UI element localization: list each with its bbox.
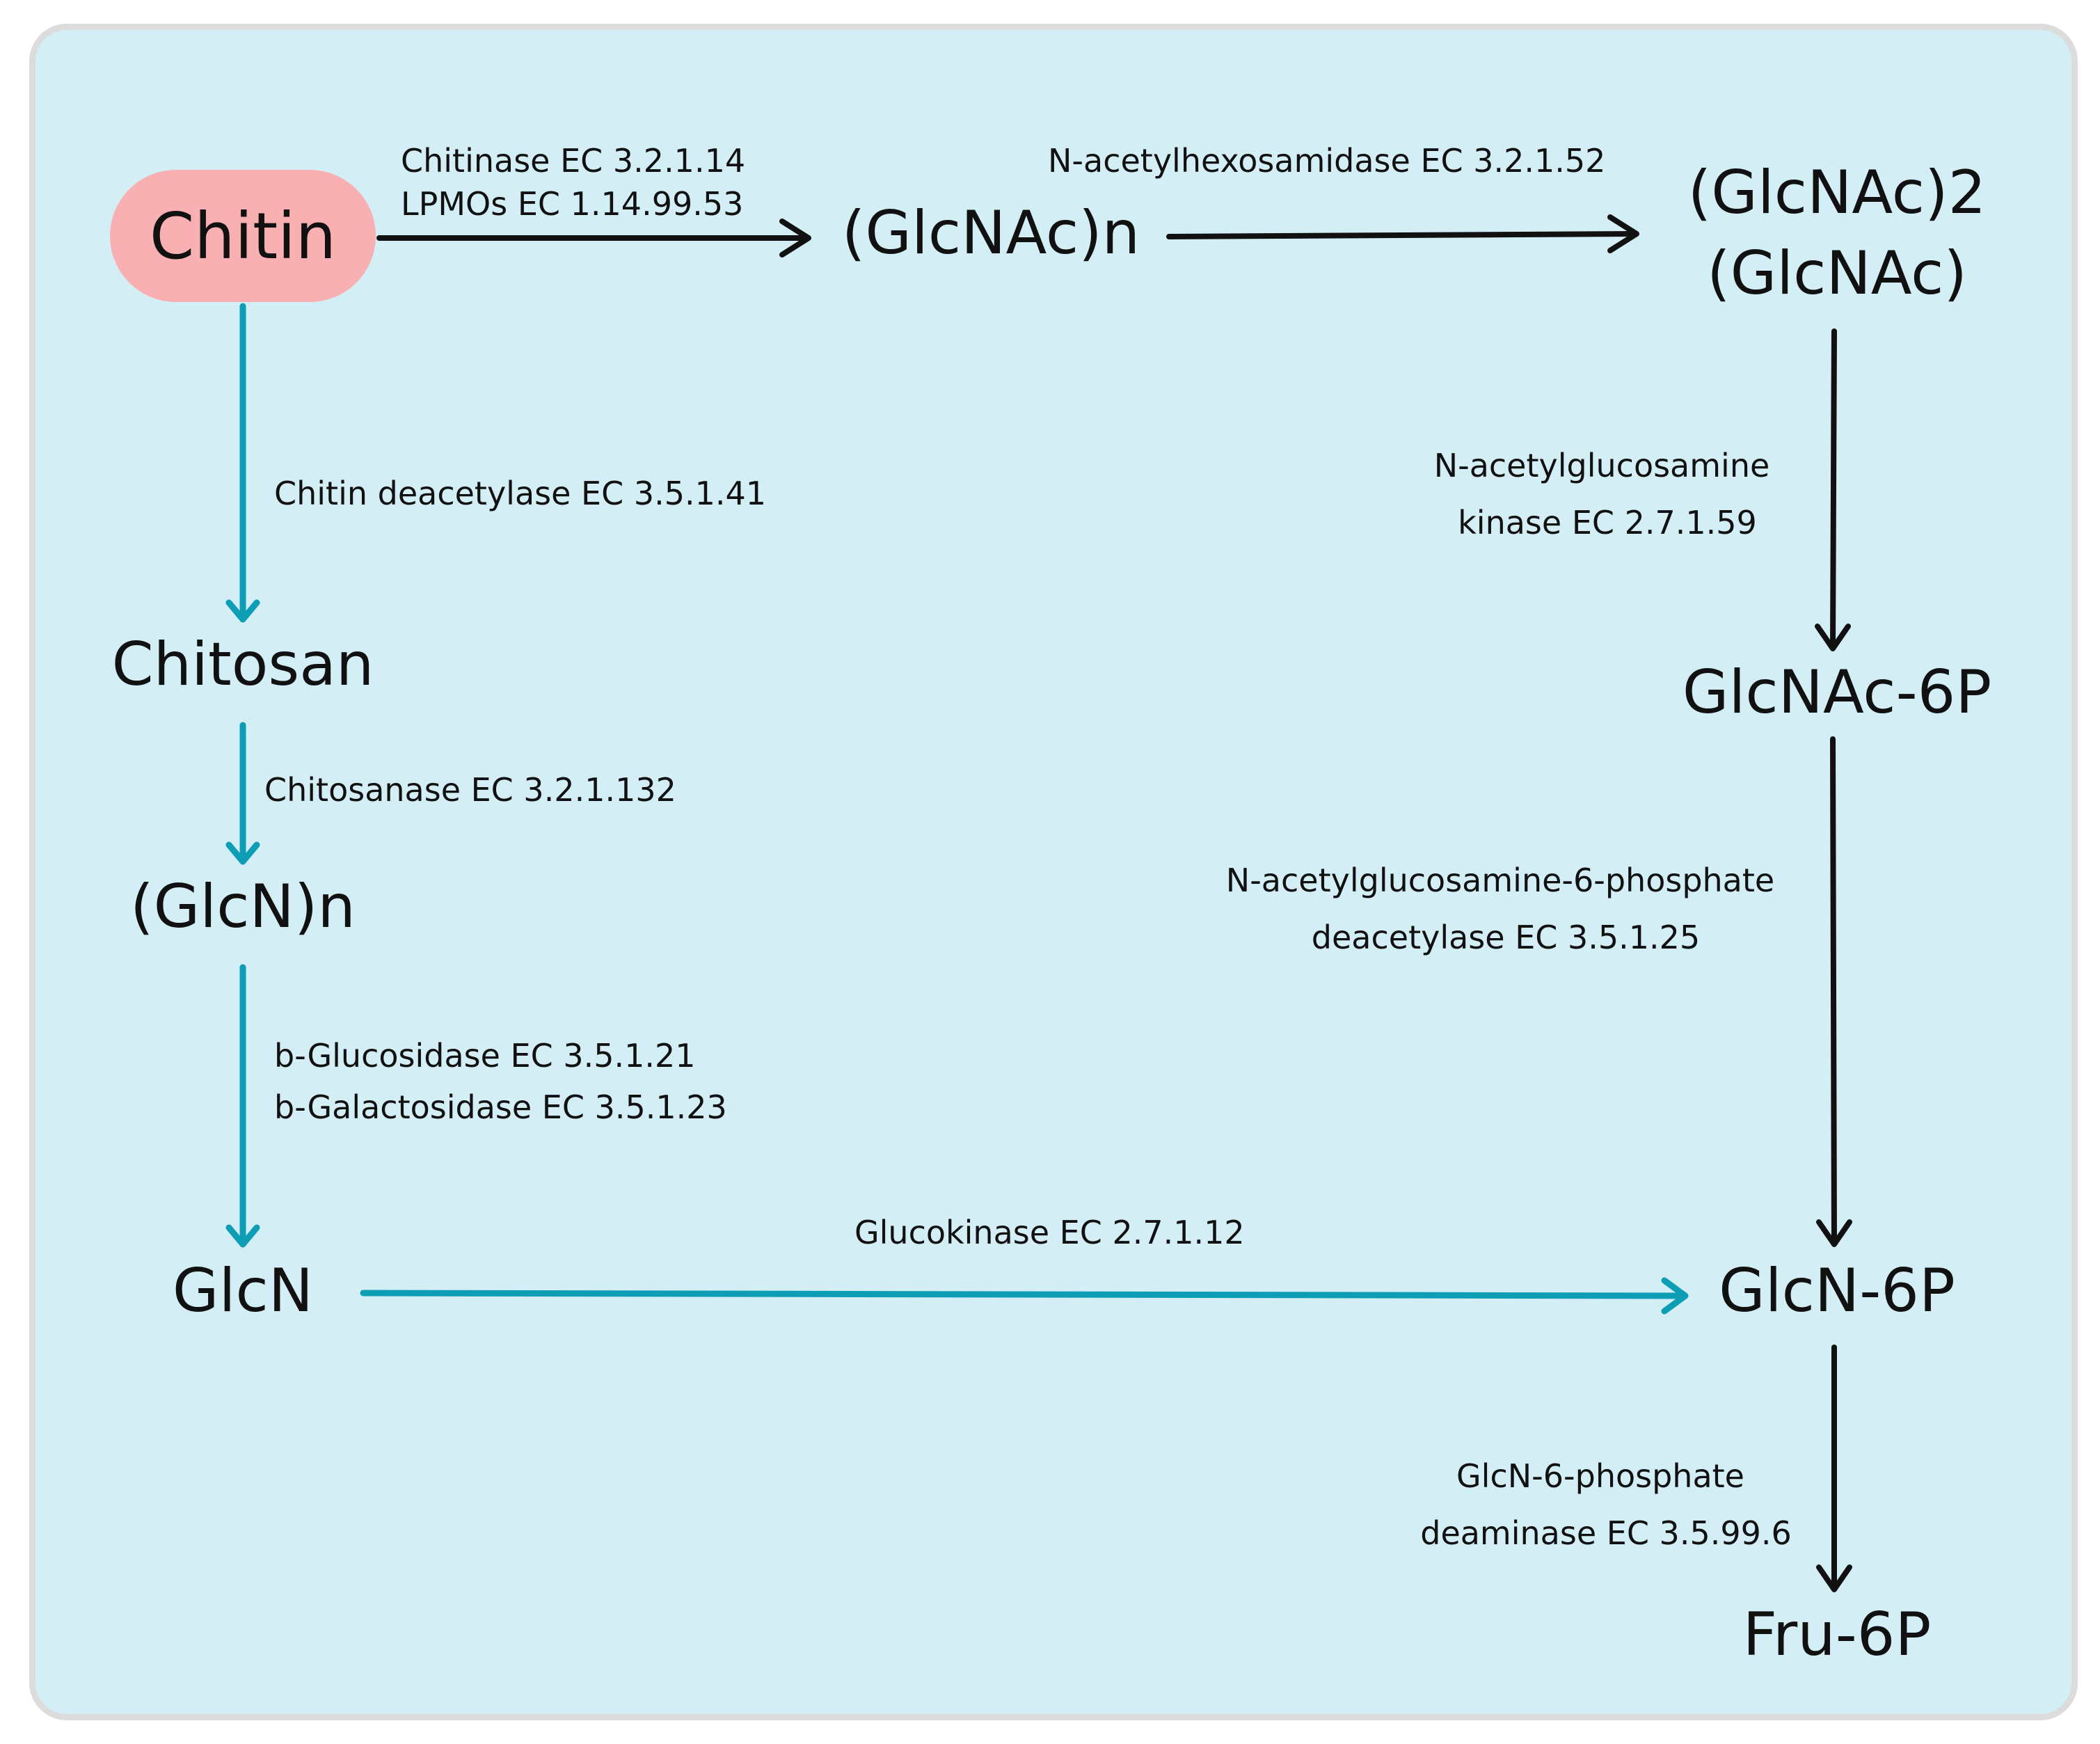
arrow-glcnac-6p-to-glcn-6p <box>1816 736 1852 1247</box>
enzyme-chitinase: Chitinase EC 3.2.1.14 <box>401 142 746 180</box>
arrow-glcn-6p-to-fru-6p <box>1816 1345 1852 1592</box>
node-glcnac: (GlcNAc) <box>1707 239 1967 308</box>
arrow-chitin-to-glcnac-n <box>376 219 811 257</box>
node-glcn-n: (GlcN)n <box>130 872 356 942</box>
enzyme-glcn6p-deaminase-line2: deaminase EC 3.5.99.6 <box>1420 1514 1792 1552</box>
arrow-glcn-n-to-glcn <box>225 964 260 1248</box>
node-glcn-6p: GlcN-6P <box>1719 1256 1955 1326</box>
node-glcnac-n: (GlcNAc)n <box>841 198 1140 268</box>
enzyme-chitosanase: Chitosanase EC 3.2.1.132 <box>264 771 676 809</box>
arrow-glcn-to-glcn-6p <box>360 1277 1689 1315</box>
enzyme-nag6p-deacetylase-line1: N-acetylglucosamine-6-phosphate <box>1225 862 1775 899</box>
enzyme-lpmos: LPMOs EC 1.14.99.53 <box>401 185 744 223</box>
node-fru-6p: Fru-6P <box>1742 1600 1932 1670</box>
node-glcnac2: (GlcNAc)2 <box>1687 158 1987 228</box>
enzyme-b-galactosidase: b-Galactosidase EC 3.5.1.23 <box>274 1088 727 1126</box>
enzyme-nag-kinase-line2: kinase EC 2.7.1.59 <box>1458 504 1757 541</box>
node-glcnac-6p: GlcNAc-6P <box>1682 658 1992 727</box>
diagram-panel <box>29 24 2078 1720</box>
enzyme-nag6p-deacetylase-line2: deacetylase EC 3.5.1.25 <box>1311 919 1701 956</box>
enzyme-glucokinase: Glucokinase EC 2.7.1.12 <box>854 1214 1245 1251</box>
node-chitin: Chitin <box>110 170 376 302</box>
arrow-chitin-to-chitosan <box>225 303 260 623</box>
enzyme-glcn6p-deaminase-line1: GlcN-6-phosphate <box>1456 1457 1744 1495</box>
node-chitin-label: Chitin <box>149 198 337 274</box>
enzyme-b-glucosidase: b-Glucosidase EC 3.5.1.21 <box>274 1037 696 1075</box>
enzyme-nag-kinase-line1: N-acetylglucosamine <box>1433 447 1770 484</box>
node-chitosan: Chitosan <box>111 630 374 699</box>
arrow-chitosan-to-glcn-n <box>225 722 260 865</box>
enzyme-hexosaminidase: N-acetylhexosamidase EC 3.2.1.52 <box>1048 142 1606 180</box>
arrow-glcnac-to-glcnac-6p <box>1815 328 1851 651</box>
enzyme-chitin-deacetylase: Chitin deacetylase EC 3.5.1.41 <box>274 475 767 512</box>
arrow-glcnac-n-to-glcnac2 <box>1166 214 1639 253</box>
node-glcn: GlcN <box>172 1256 314 1326</box>
